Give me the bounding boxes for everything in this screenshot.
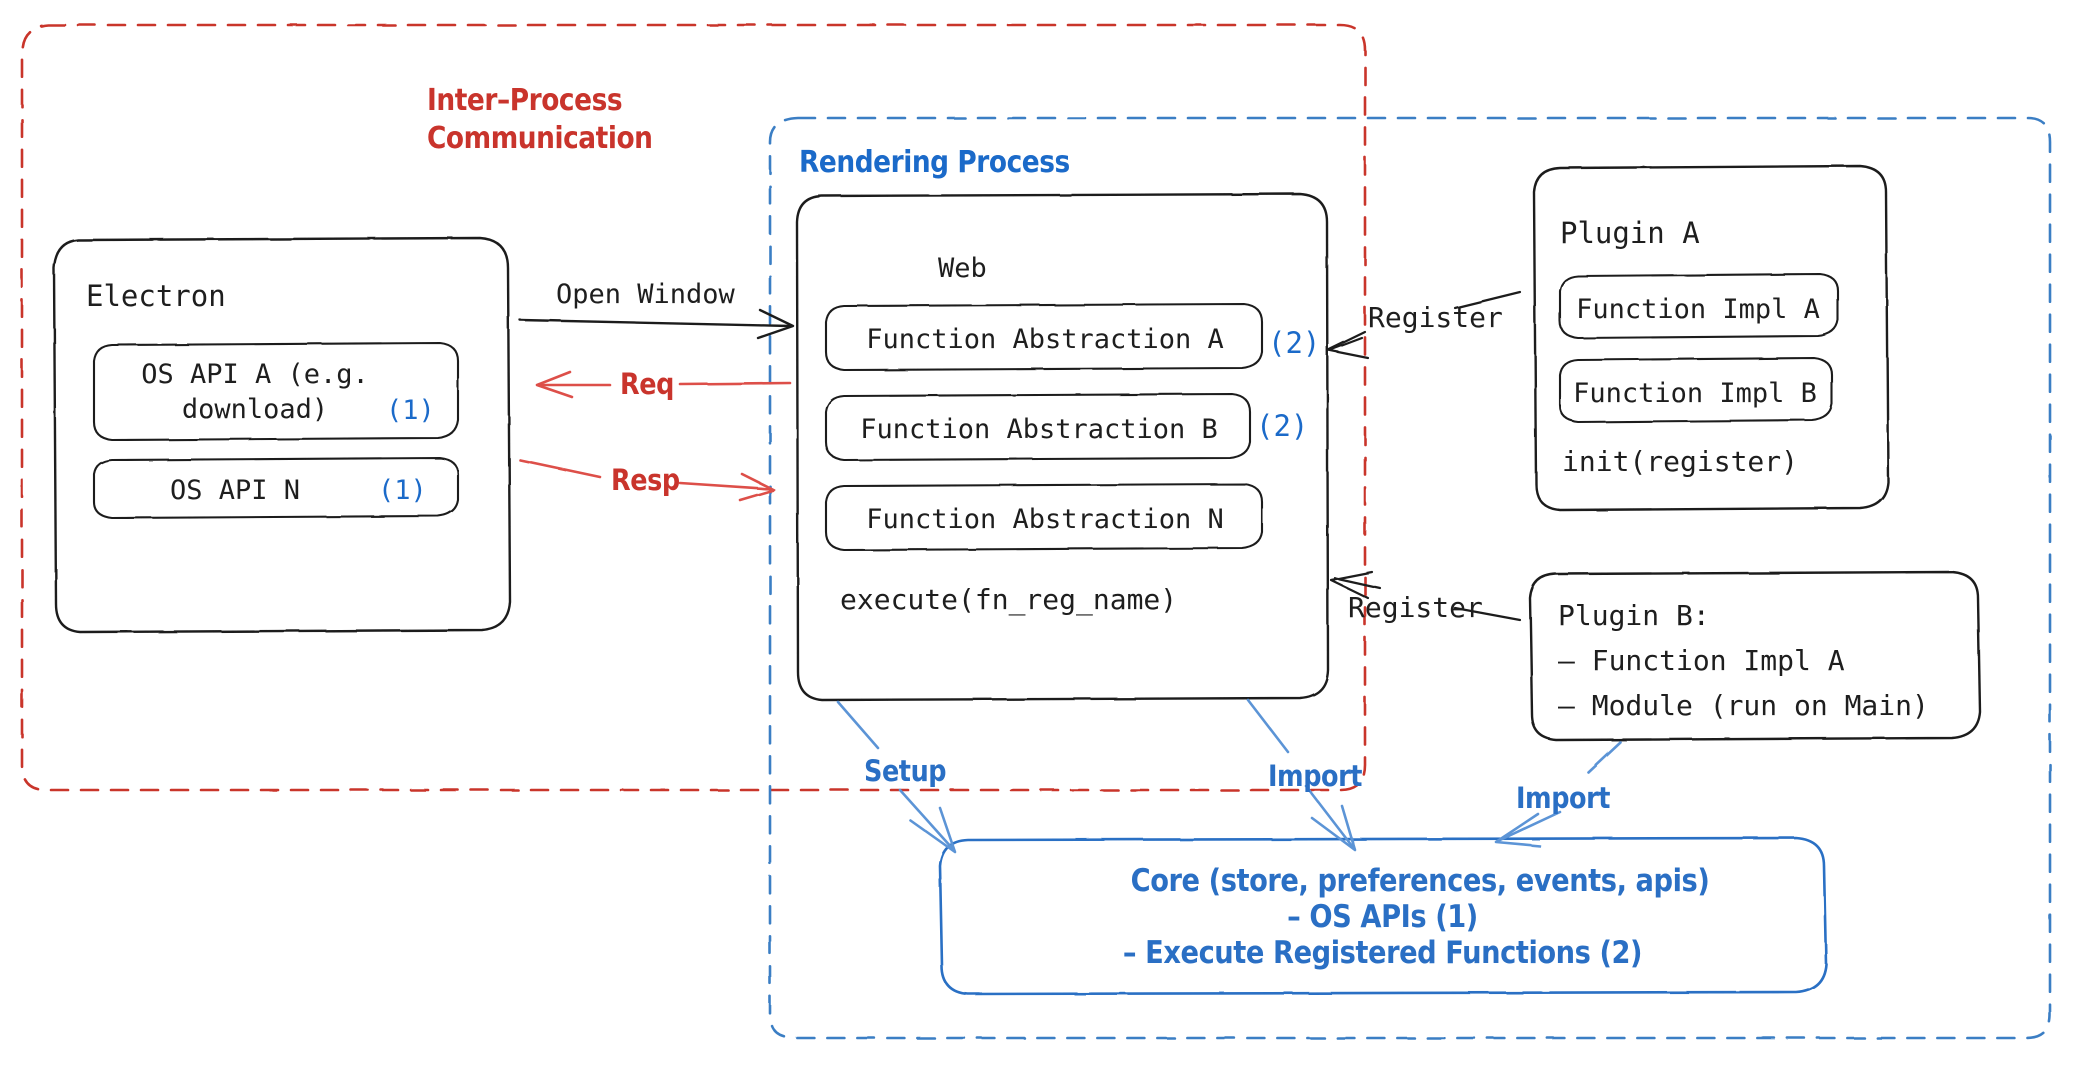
os-api-n-label[interactable]: OS API N (169, 475, 301, 506)
web-title: Web (938, 253, 987, 284)
plugin-a-function-impl-a-label[interactable]: Function Impl A (1576, 294, 1820, 325)
function-abstraction-a-label[interactable]: Function Abstraction A (866, 324, 1224, 355)
ipc-container-label: Inter–Process Communication (427, 83, 653, 157)
function-abstraction-b-tag: (2) (1256, 409, 1309, 443)
plugin-a-init-label: init(register) (1562, 445, 1799, 478)
req-arrow-label: Req (620, 367, 674, 401)
function-abstraction-b-box-outline (824, 392, 1252, 462)
open-window-arrow (518, 308, 795, 340)
os-api-a-label[interactable]: OS API A (e.g. download) (141, 359, 369, 425)
import-web-arrow-label: Import (1268, 759, 1363, 793)
os-api-n-tag: (1) (378, 475, 427, 506)
plugin-b-item-2: – Module (run on Main) (1558, 689, 1929, 722)
core-box-outline (938, 836, 1828, 996)
function-abstraction-b-label[interactable]: Function Abstraction B (860, 414, 1218, 445)
function-abstraction-n-box-outline (824, 482, 1264, 552)
core-line-3: – Execute Registered Functions (2) (1122, 935, 1643, 971)
ipc-container-outline (20, 23, 1367, 792)
import-plugin-b-arrow-label: Import (1516, 781, 1611, 815)
rendering-process-label: Rendering Process (799, 145, 1070, 180)
register-plugin-a-label: Register (1368, 301, 1503, 334)
function-abstraction-a-tag: (2) (1268, 326, 1321, 360)
plugin-b-box-outline (1528, 570, 1982, 742)
register-plugin-a-arrow (1326, 290, 1522, 360)
plugin-a-title: Plugin A (1560, 216, 1700, 250)
function-impl-a-box-outline (1558, 272, 1840, 340)
setup-arrow-label: Setup (864, 754, 947, 788)
electron-box-outline (52, 236, 512, 634)
req-arrow (535, 370, 792, 399)
plugin-a-box-outline (1532, 164, 1890, 512)
plugin-b-title: Plugin B: (1558, 599, 1710, 632)
open-window-arrow-label: Open Window (556, 279, 735, 310)
os-api-a-box-outline (92, 341, 460, 442)
core-line-1: Core (store, preferences, events, apis) (1130, 863, 1710, 899)
import-web-arrow (1246, 698, 1357, 852)
resp-arrow (518, 458, 776, 502)
register-plugin-b-arrow (1329, 570, 1522, 622)
web-execute-label: execute(fn_reg_name) (840, 583, 1178, 616)
os-api-n-box-outline (92, 456, 460, 520)
import-plugin-b-arrow (1494, 740, 1622, 848)
function-impl-b-box-outline (1558, 356, 1834, 424)
register-plugin-b-label: Register (1348, 591, 1483, 624)
electron-title: Electron (86, 279, 226, 313)
plugin-a-function-impl-b-label[interactable]: Function Impl B (1573, 378, 1817, 409)
plugin-b-item-1: – Function Impl A (1558, 644, 1845, 677)
function-abstraction-a-box-outline (824, 302, 1264, 372)
function-abstraction-n-label[interactable]: Function Abstraction N (866, 504, 1224, 535)
setup-arrow (836, 700, 957, 854)
web-box-outline (795, 192, 1330, 702)
rendering-process-container-outline (768, 116, 2052, 1040)
os-api-a-tag: (1) (386, 395, 435, 426)
core-line-2: – OS APIs (1) (1287, 899, 1478, 935)
resp-arrow-label: Resp (611, 463, 680, 497)
